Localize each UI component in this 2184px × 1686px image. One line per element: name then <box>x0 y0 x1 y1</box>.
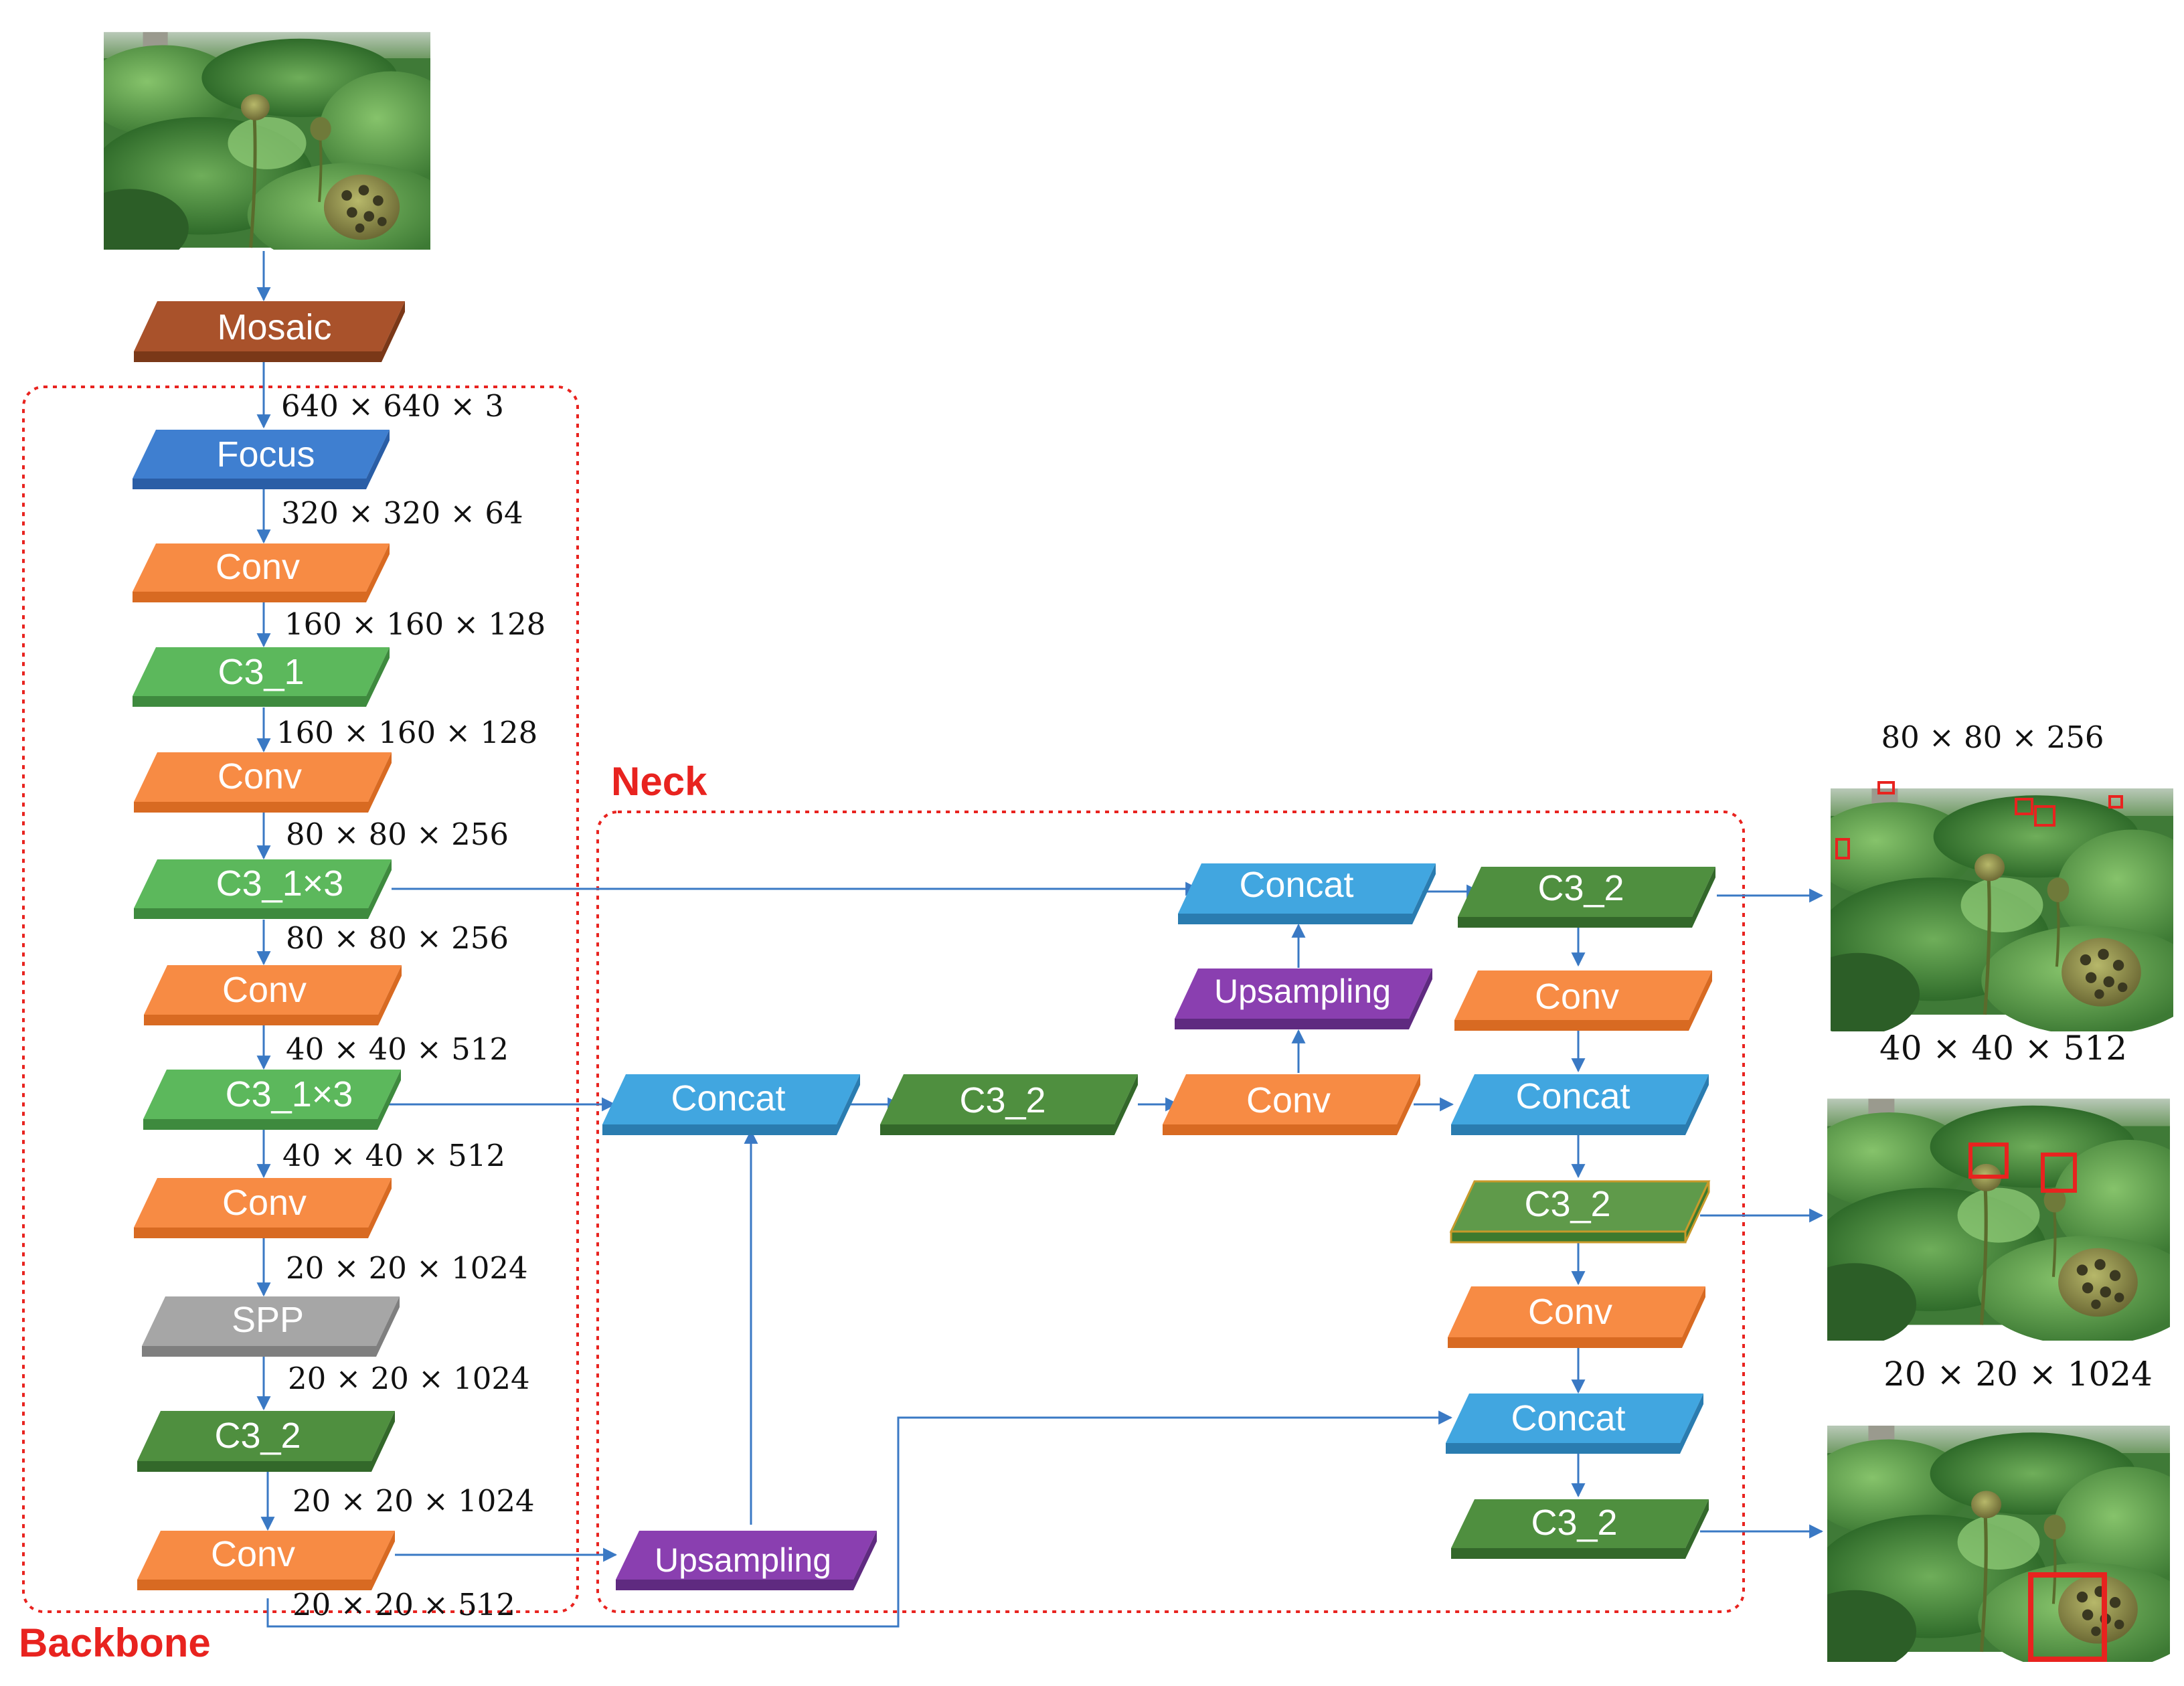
dim-label: 640 × 640 × 3 <box>281 388 504 424</box>
c3-2-block-right-top: C3_2 <box>1458 867 1715 928</box>
c3-2-block-mid: C3_2 <box>880 1074 1138 1135</box>
c3-2-block-backbone: C3_2 <box>137 1411 395 1472</box>
c3-1-label: C3_1 <box>218 652 304 692</box>
c3-2-label: C3_2 <box>1531 1503 1617 1543</box>
c3-2-label: C3_2 <box>214 1416 301 1456</box>
conv-label: Conv <box>218 756 302 796</box>
dim-label: 20 × 20 × 1024 <box>288 1361 530 1396</box>
detection-box <box>2015 798 2033 815</box>
c3-1x3-block-b: C3_1×3 <box>143 1070 401 1130</box>
output-dim-label: 40 × 40 × 512 <box>1879 1029 2127 1068</box>
dim-label: 40 × 40 × 512 <box>282 1138 505 1173</box>
concat-block-top: Concat <box>1178 863 1436 924</box>
c3-1x3-label: C3_1×3 <box>226 1074 353 1114</box>
upsampling-label: Upsampling <box>1214 973 1391 1010</box>
c3-2-label: C3_2 <box>1524 1184 1610 1224</box>
conv-block-mid: Conv <box>1163 1074 1420 1135</box>
detection-box <box>1968 1143 2009 1179</box>
concat-label: Concat <box>1515 1076 1630 1116</box>
focus-block: Focus <box>133 430 390 489</box>
spp-label: SPP <box>232 1300 304 1340</box>
concat-block-right-1: Concat <box>1451 1074 1709 1135</box>
concat-block-mid: Concat <box>602 1074 860 1135</box>
neck-label: Neck <box>611 759 707 804</box>
conv-block-3: Conv <box>144 965 402 1025</box>
concat-label: Concat <box>1511 1398 1625 1438</box>
dimension-labels: 640 × 640 × 3 320 × 320 × 64 160 × 160 ×… <box>276 388 2153 1622</box>
conv-block-right-2: Conv <box>1448 1286 1705 1348</box>
conv-label: Conv <box>1528 1292 1612 1332</box>
conv-label: Conv <box>1535 977 1619 1017</box>
mosaic-label: Mosaic <box>217 307 331 347</box>
conv-label: Conv <box>1246 1080 1331 1120</box>
output-image-80 <box>1796 788 2184 1035</box>
c3-2-block-right-mid: C3_2 <box>1449 1180 1711 1244</box>
c3-2-block-right-bottom: C3_2 <box>1451 1499 1709 1559</box>
connectors <box>256 251 1824 1628</box>
dim-label: 20 × 20 × 1024 <box>292 1483 535 1519</box>
dim-label: 160 × 160 × 128 <box>284 606 545 642</box>
conv-block-5: Conv <box>137 1531 395 1590</box>
dim-label: 40 × 40 × 512 <box>286 1031 509 1067</box>
c3-2-label: C3_2 <box>1537 868 1624 908</box>
detection-boxes <box>1835 781 2123 1662</box>
c3-1x3-label: C3_1×3 <box>216 863 344 904</box>
spp-block: SPP <box>142 1296 400 1357</box>
detection-box <box>2028 1572 2107 1662</box>
output-image-20 <box>1793 1426 2184 1673</box>
c3-1x3-block-a: C3_1×3 <box>134 859 392 919</box>
dim-label: 80 × 80 × 256 <box>286 920 509 956</box>
conv-block-right-1: Conv <box>1454 971 1712 1031</box>
output-dim-label: 80 × 80 × 256 <box>1881 720 2104 755</box>
dim-label: 80 × 80 × 256 <box>286 817 509 852</box>
detection-box <box>1877 781 1895 794</box>
detection-box <box>1835 838 1850 859</box>
detection-box <box>2108 795 2123 809</box>
dim-label: 160 × 160 × 128 <box>276 715 537 750</box>
mosaic-block: Mosaic <box>134 301 405 362</box>
upsampling-block-bottom: Upsampling <box>616 1531 877 1590</box>
output-image-40 <box>1793 1099 2184 1346</box>
concat-block-right-2: Concat <box>1446 1394 1703 1454</box>
conv-label: Conv <box>216 547 300 587</box>
concat-label: Concat <box>1239 865 1353 905</box>
conv-label: Conv <box>222 970 307 1010</box>
backbone-label: Backbone <box>19 1620 211 1665</box>
conv-block-1: Conv <box>133 543 390 602</box>
neck-region <box>596 811 1745 1613</box>
upsampling-label: Upsampling <box>655 1541 831 1579</box>
detection-box <box>2034 805 2055 827</box>
conv-label: Conv <box>211 1534 295 1574</box>
conv-block-4: Conv <box>134 1178 392 1238</box>
output-dim-label: 20 × 20 × 1024 <box>1883 1355 2153 1394</box>
upsampling-block-top: Upsampling <box>1175 968 1432 1029</box>
dim-label: 320 × 320 × 64 <box>281 495 523 531</box>
input-image <box>71 32 463 267</box>
concat-label: Concat <box>671 1078 785 1118</box>
c3-2-label: C3_2 <box>959 1080 1045 1120</box>
conv-label: Conv <box>222 1183 307 1223</box>
conv-block-2: Conv <box>134 752 392 813</box>
backbone-region <box>22 386 579 1613</box>
c3-1-block: C3_1 <box>133 647 390 707</box>
dim-label: 20 × 20 × 512 <box>292 1587 515 1622</box>
focus-label: Focus <box>216 434 315 475</box>
dim-label: 20 × 20 × 1024 <box>286 1250 528 1286</box>
detection-box <box>2041 1153 2077 1193</box>
